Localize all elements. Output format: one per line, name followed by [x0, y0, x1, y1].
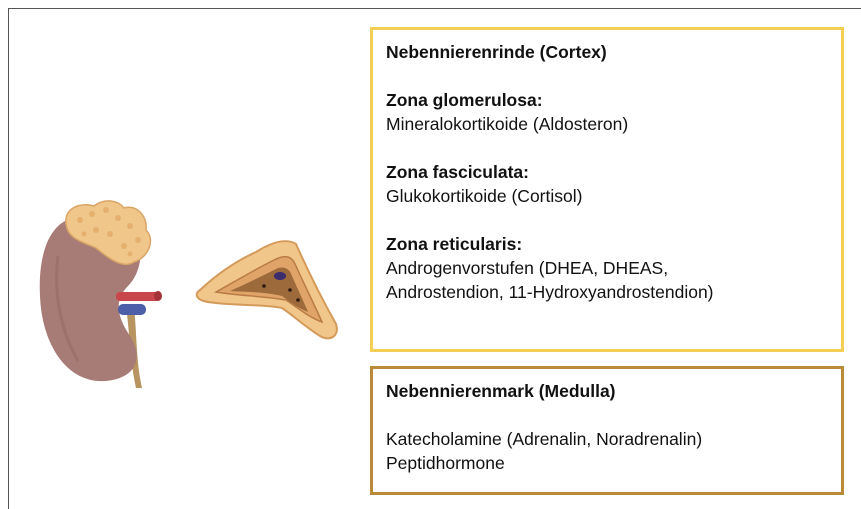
renal-vein — [118, 304, 146, 315]
zone-reticularis-hormones-line-2: Androstendion, 11-Hydroxyandrostendion) — [386, 280, 828, 304]
renal-artery — [116, 292, 160, 301]
frame-left-border — [8, 8, 9, 509]
kidney-adrenal-illustration — [18, 196, 178, 391]
zone-reticularis-heading: Zona reticularis: — [386, 232, 828, 256]
zone-fasciculata-hormones: Glukokortikoide (Cortisol) — [386, 184, 828, 208]
zone-glomerulosa-hormones: Mineralokortikoide (Aldosteron) — [386, 112, 828, 136]
medulla-hormones-line-1: Katecholamine (Adrenalin, Noradrenalin) — [386, 427, 828, 451]
zone-fasciculata-heading: Zona fasciculata: — [386, 160, 828, 184]
zone-reticularis-hormones-line-1: Androgenvorstufen (DHEA, DHEAS, — [386, 256, 828, 280]
cortex-title: Nebennierenrinde (Cortex) — [386, 40, 828, 64]
medulla-hormones-line-2: Peptidhormone — [386, 451, 828, 475]
zone-glomerulosa-heading: Zona glomerulosa: — [386, 88, 828, 112]
medulla-info-box: Nebennierenmark (Medulla) Katecholamine … — [370, 366, 844, 495]
medulla-title: Nebennierenmark (Medulla) — [386, 379, 828, 403]
cortex-info-box: Nebennierenrinde (Cortex) Zona glomerulo… — [370, 27, 844, 352]
adrenal-cross-section-illustration — [194, 232, 344, 344]
frame-top-border — [8, 8, 861, 9]
